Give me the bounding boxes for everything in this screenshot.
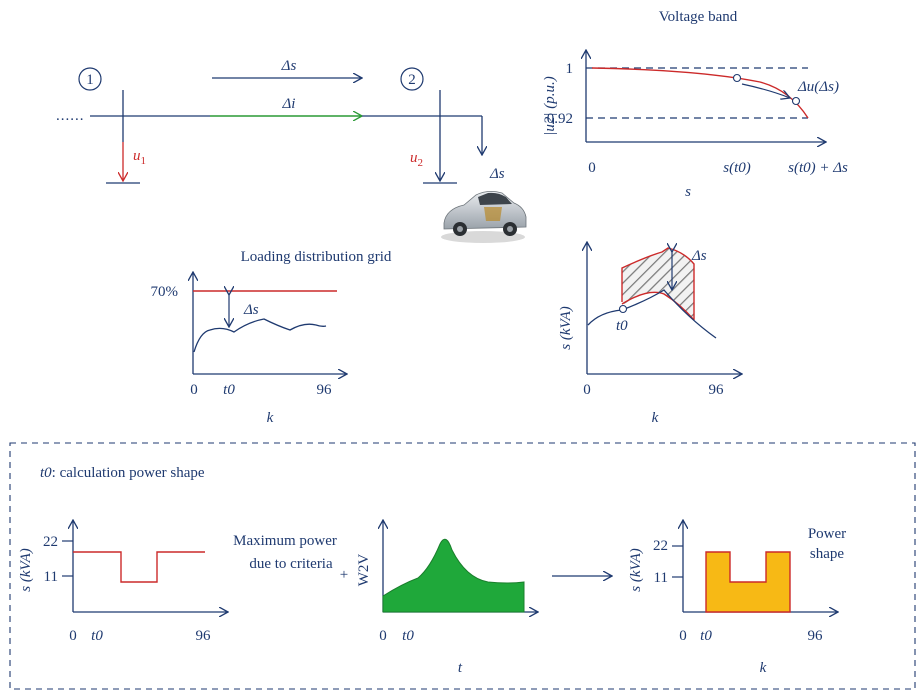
car-image <box>441 191 527 243</box>
power-shape-label-2: shape <box>810 546 844 562</box>
calc-left-chart: 22 11 s (kVA) 0 t0 96 Maximum power due … <box>18 520 337 644</box>
delta-s-car-label: Δs <box>489 166 505 182</box>
voltage-x-label: s <box>685 184 691 200</box>
loading-x-t0: t0 <box>223 382 235 398</box>
calc-right-chart: 22 11 s (kVA) 0 t0 96 k Power shape <box>628 520 846 676</box>
demand-y-label: s (kVA) <box>558 306 574 349</box>
calc-left-x0: 0 <box>69 628 77 644</box>
calc-mid-x-t0: t0 <box>402 628 414 644</box>
delta-s-top-label: Δs <box>281 58 297 74</box>
demand-x0: 0 <box>583 382 591 398</box>
loading-delta: Δs <box>243 302 259 318</box>
calc-left-x-end: 96 <box>196 628 212 644</box>
calc-mid-x0: 0 <box>379 628 387 644</box>
w2v-area <box>382 538 525 613</box>
voltage-band-title: Voltage band <box>659 9 738 25</box>
loading-chart: Loading distribution grid 70% Δs 0 t0 96… <box>151 249 392 426</box>
calc-right-x0: 0 <box>679 628 687 644</box>
loading-x-label: k <box>267 410 274 426</box>
demand-x-label: k <box>652 410 659 426</box>
voltage-x-t0-ds: s(t0) + Δs <box>788 160 848 176</box>
calc-right-ylabel: s (kVA) <box>628 548 644 591</box>
max-power-line <box>73 551 205 583</box>
voltage-y-low: 0.92 <box>547 111 573 127</box>
voltage-x-t0: s(t0) <box>723 160 751 176</box>
node-2-label: 2 <box>408 72 416 88</box>
voltage-x0: 0 <box>588 160 596 176</box>
u2-label: u2 <box>410 150 423 169</box>
node-2-circle <box>400 67 424 91</box>
calc-mid-chart: W2V 0 t0 t <box>356 520 538 676</box>
demand-t0: t0 <box>616 318 628 334</box>
calc-right-xlabel: k <box>760 660 767 676</box>
calc-right-y11: 11 <box>654 570 668 586</box>
calc-mid-xlabel: t <box>458 660 463 676</box>
power-shape-label-1: Power <box>808 526 846 542</box>
loading-x-end: 96 <box>317 382 333 398</box>
delta-u-label: Δu(Δs) <box>797 79 839 95</box>
loading-limit: 70% <box>151 284 179 300</box>
node-1-circle <box>78 67 102 91</box>
voltage-y-top: 1 <box>566 61 574 77</box>
calc-mid-ylabel: W2V <box>356 554 372 587</box>
grid-dots: ...... <box>56 108 85 124</box>
loading-title: Loading distribution grid <box>241 249 392 265</box>
calc-left-y22: 22 <box>43 534 58 550</box>
grid-schematic: ...... 1 u1 2 u2 Δs Δi Δs <box>56 58 527 243</box>
delta-i-label: Δi <box>282 96 296 112</box>
load-curve <box>193 318 327 353</box>
power-shape <box>705 551 791 613</box>
u1-label: u1 <box>133 148 146 167</box>
demand-delta: Δs <box>691 248 707 264</box>
voltage-y-label: |u2| (p.u.) <box>542 76 558 136</box>
loading-x0: 0 <box>190 382 198 398</box>
plus-sign: + <box>340 567 348 583</box>
calc-right-y22: 22 <box>653 538 668 554</box>
calc-left-ylabel: s (kVA) <box>18 548 34 591</box>
demand-curve <box>587 289 717 339</box>
node-1-label: 1 <box>86 72 94 88</box>
max-power-label-2: due to criteria <box>249 556 333 572</box>
calc-right-x-t0: t0 <box>700 628 712 644</box>
demand-x-end: 96 <box>709 382 725 398</box>
calc-title: t0: calculation power shape <box>40 465 205 481</box>
voltage-band-chart: Voltage band Δu(Δs) 1 0.92 |u2| (p.u.) 0… <box>542 9 848 200</box>
calculation-box: t0: calculation power shape 22 11 s (kVA… <box>9 442 916 690</box>
voltage-curve <box>591 67 809 119</box>
demand-chart: Δs t0 s (kVA) 0 96 k <box>558 242 742 426</box>
calc-left-y11: 11 <box>44 569 58 585</box>
max-power-label-1: Maximum power <box>233 533 337 549</box>
calc-left-x-t0: t0 <box>91 628 103 644</box>
calc-right-x-end: 96 <box>808 628 824 644</box>
